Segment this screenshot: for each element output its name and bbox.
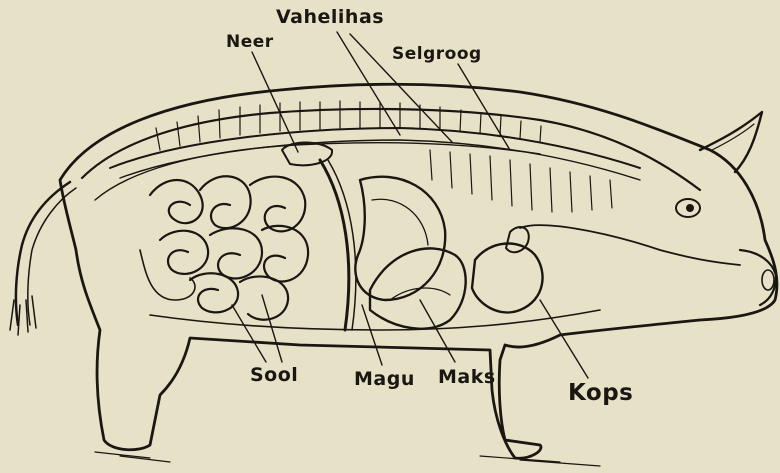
label-selgroog: Selgroog: [392, 44, 482, 64]
label-sool: Sool: [250, 364, 298, 386]
label-magu: Magu: [354, 368, 415, 390]
label-maks: Maks: [438, 366, 496, 388]
intestines: [140, 176, 308, 319]
lungs: [472, 244, 543, 313]
label-kops: Kops: [568, 380, 633, 406]
label-vahelihas: Vahelihas: [276, 6, 384, 28]
ear: [700, 112, 762, 172]
spine: [110, 101, 640, 212]
kidney: [282, 143, 332, 166]
snout: [740, 250, 776, 305]
label-neer: Neer: [226, 32, 274, 52]
diaphragm: [320, 160, 349, 330]
stomach: [355, 177, 445, 300]
